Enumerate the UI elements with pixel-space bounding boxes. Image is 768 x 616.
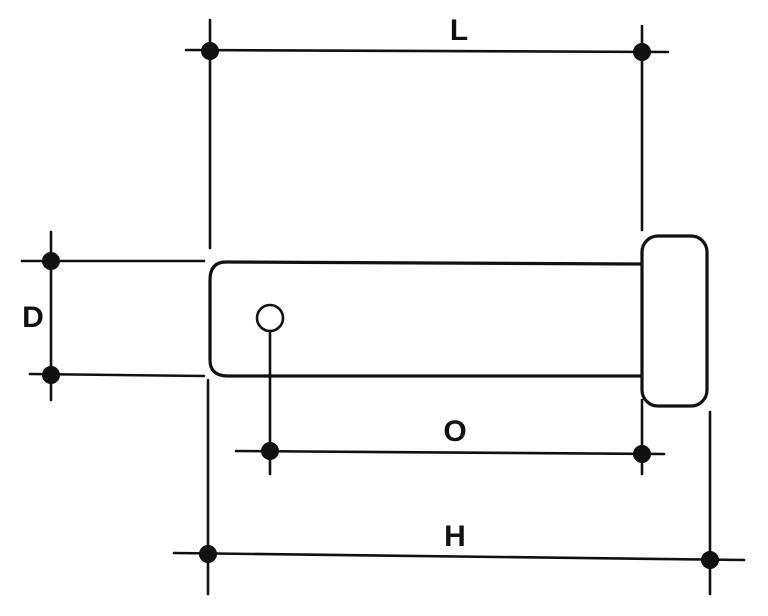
dimension-o: O [234, 329, 666, 476]
label-o: O [443, 415, 466, 448]
dimension-l: L [184, 14, 670, 250]
pin-head [640, 234, 709, 408]
label-l: L [450, 14, 468, 47]
label-d: D [22, 301, 44, 334]
dimension-d: D [20, 230, 206, 402]
dimension-h: H [172, 378, 746, 596]
pin-shank [208, 260, 643, 378]
label-h: H [444, 520, 466, 553]
